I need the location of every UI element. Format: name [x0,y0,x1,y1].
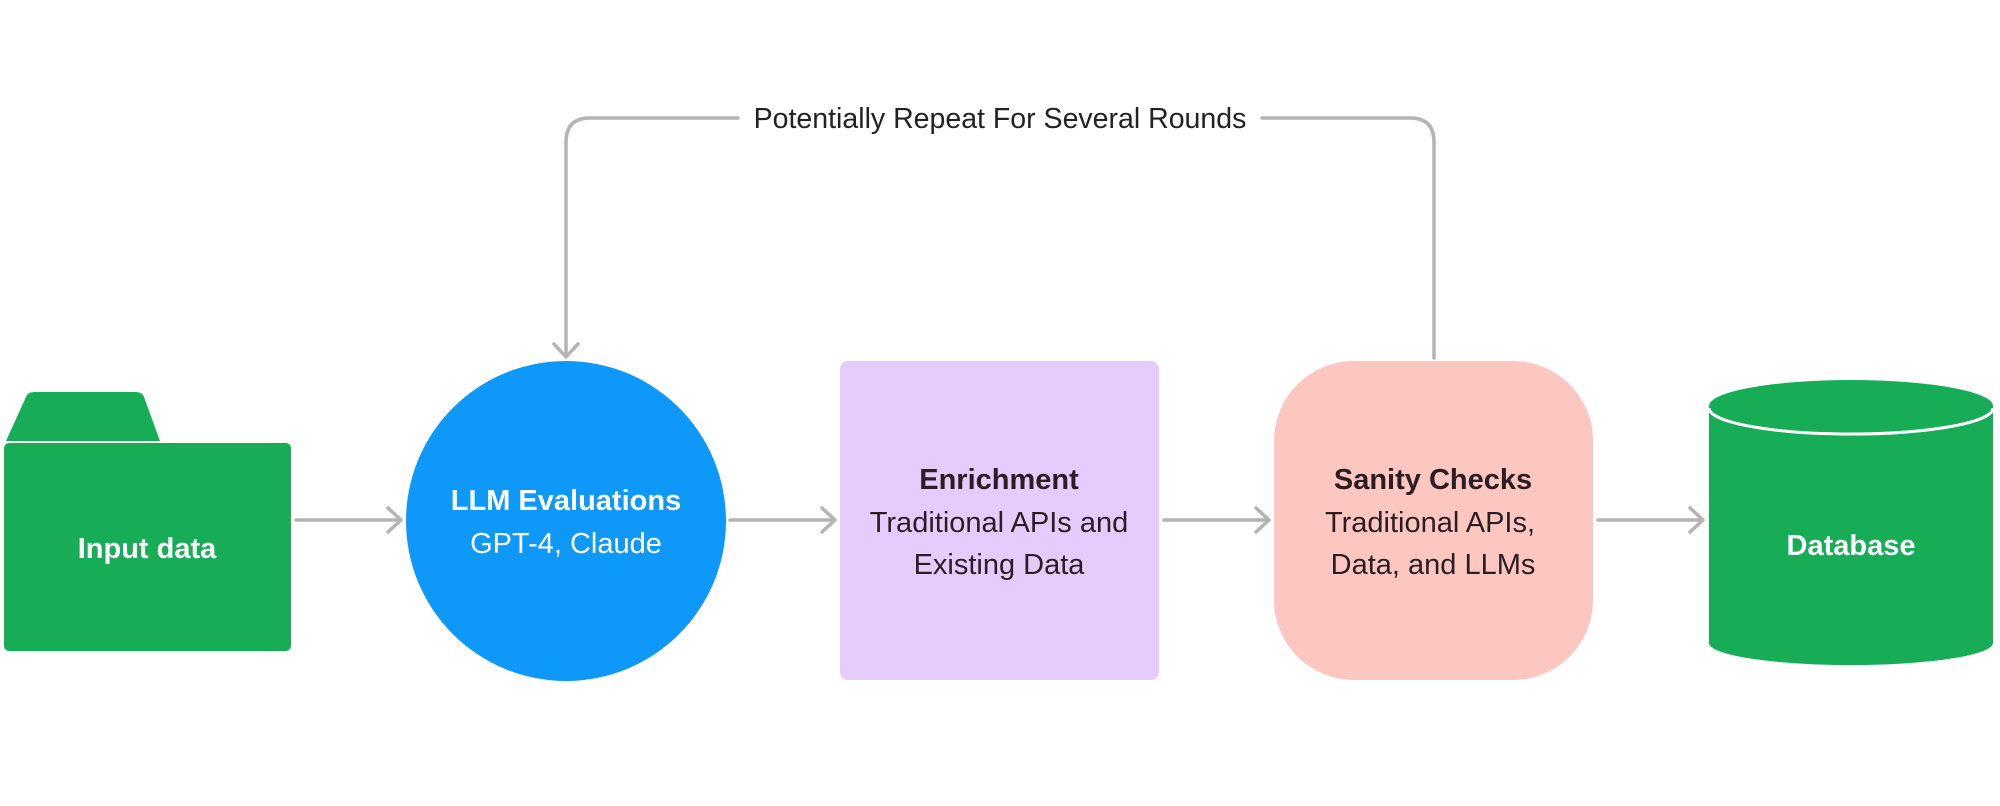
database-rim-line [1707,407,1995,436]
enrichment-line-2: Existing Data [914,549,1086,581]
database-label: Database [1787,530,1916,562]
llm-circle [406,361,726,681]
enrichment-line-1: Traditional APIs and [870,507,1128,539]
enrichment-node: Enrichment Traditional APIs and Existing… [840,361,1159,680]
loop-label: Potentially Repeat For Several Rounds [754,103,1247,135]
enrichment-box [840,361,1159,680]
loop-path-right [1260,116,1436,360]
sanity-box [1274,361,1593,680]
arrow-llm-to-enrichment [728,506,837,534]
database-cylinder-body [1709,406,1993,665]
folder-tab [6,392,160,441]
database-cylinder-top [1709,380,1993,432]
llm-evaluations-node: LLM Evaluations GPT-4, Claude [406,361,726,681]
arrow-input-to-llm [294,506,403,534]
sanity-line-2: Data, and LLMs [1331,549,1536,581]
sanity-title: Sanity Checks [1334,464,1532,496]
llm-subtitle: GPT-4, Claude [470,528,662,560]
loop-path-left [564,116,740,358]
sanity-line-1: Traditional APIs, [1325,507,1535,539]
enrichment-title: Enrichment [919,464,1079,496]
input-data-node: Input data [4,392,291,651]
input-data-label: Input data [78,533,217,565]
llm-title: LLM Evaluations [451,485,681,517]
arrow-enrichment-to-sanity [1162,506,1271,534]
loop-arrowhead [552,342,580,359]
sanity-checks-node: Sanity Checks Traditional APIs, Data, an… [1274,361,1593,680]
database-node: Database [1707,380,1995,665]
feedback-loop: Potentially Repeat For Several Rounds [552,103,1436,360]
folder-body [4,443,291,651]
arrow-sanity-to-database [1596,506,1705,534]
